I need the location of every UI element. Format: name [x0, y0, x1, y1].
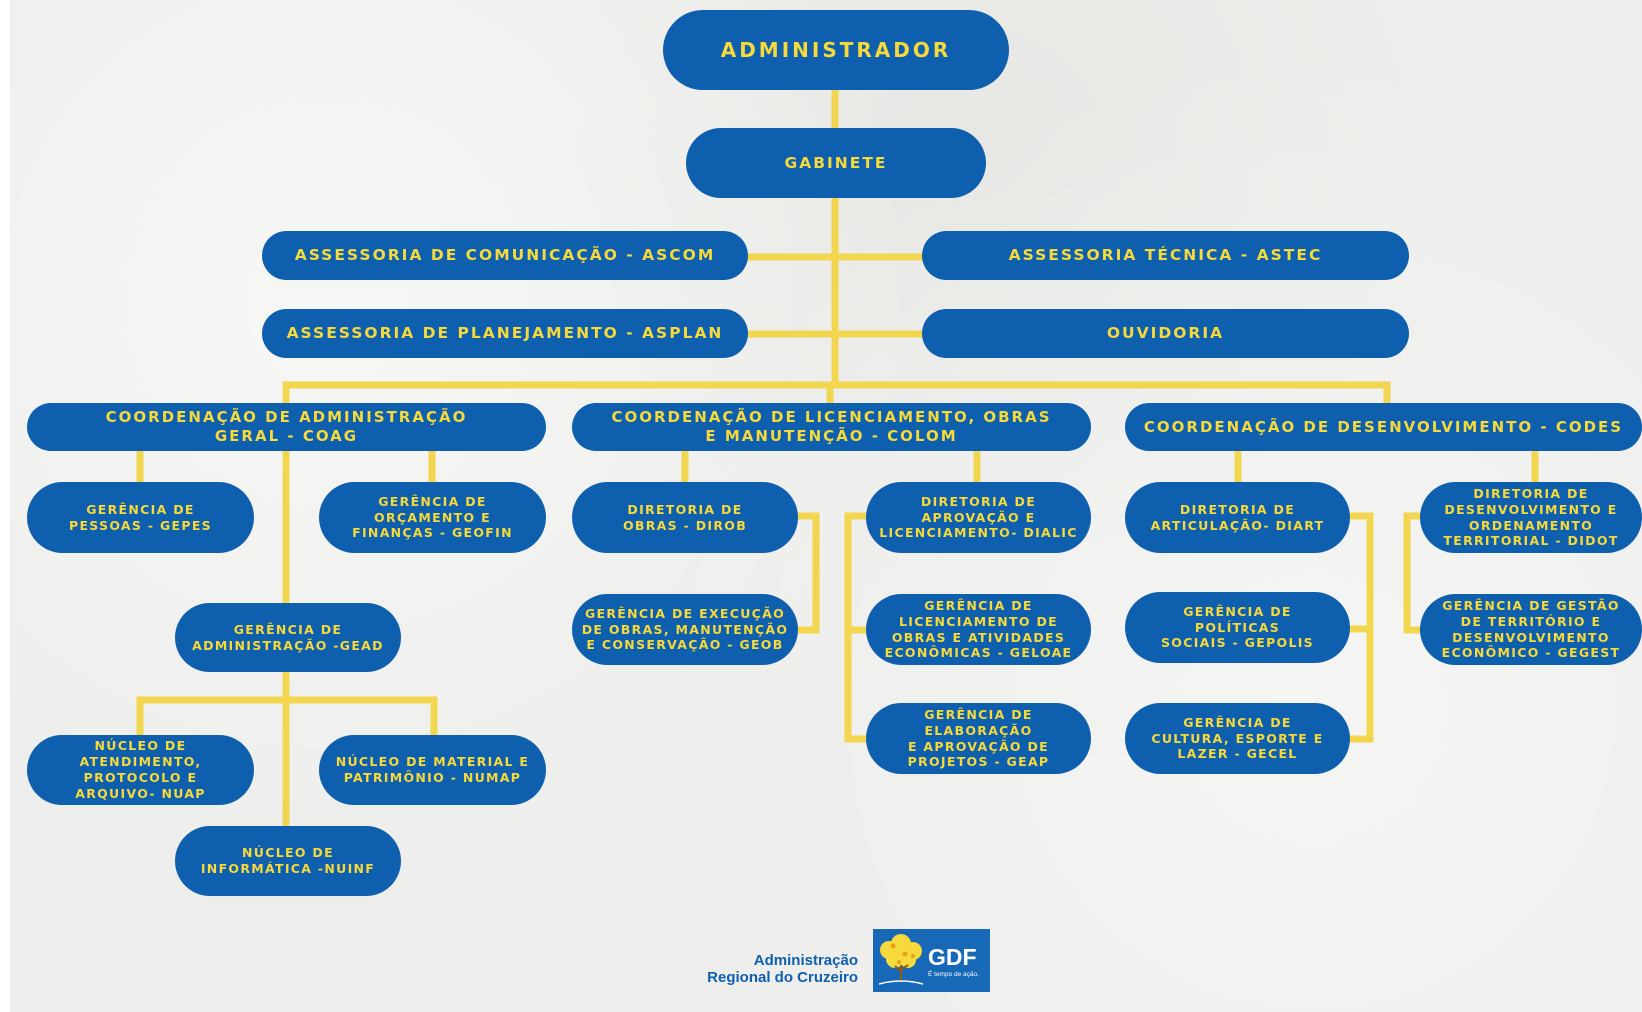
- box-codes: COORDENAÇÃO DE DESENVOLVIMENTO - CODES: [1125, 403, 1642, 451]
- box-nuinf: NÚCLEO DE INFORMÁTICA -NUINF: [175, 826, 401, 896]
- connector-dirob-geob: [794, 512, 820, 634]
- box-nuap: NÚCLEO DE ATENDIMENTO, PROTOCOLO E ARQUI…: [27, 735, 254, 805]
- box-astec: ASSESSORIA TÉCNICA - ASTEC: [922, 231, 1409, 280]
- box-dialic: DIRETORIA DE APROVAÇÃO E LICENCIAMENTO- …: [866, 482, 1091, 553]
- left-edge: [0, 0, 10, 1012]
- box-geloae: GERÊNCIA DE LICENCIAMENTO DE OBRAS E ATI…: [866, 594, 1091, 665]
- box-coag: COORDENAÇÃO DE ADMINISTRAÇÃO GERAL - COA…: [27, 403, 546, 451]
- box-geofin: GERÊNCIA DE ORÇAMENTO E FINANÇAS - GEOFI…: [319, 482, 546, 553]
- box-ascom: ASSESSORIA DE COMUNICAÇÃO - ASCOM: [262, 231, 748, 280]
- box-gepolis: GERÊNCIA DE POLÍTICAS SOCIAIS - GEPOLIS: [1125, 592, 1350, 663]
- box-asplan: ASSESSORIA DE PLANEJAMENTO - ASPLAN: [262, 309, 748, 358]
- box-gegest: GERÊNCIA DE GESTÃO DE TERRITÓRIO E DESEN…: [1420, 594, 1642, 665]
- footer-org-name: Administração Regional do Cruzeiro: [707, 952, 858, 986]
- gdf-logo-slogan: É tempo de ação.: [928, 971, 979, 978]
- box-geob: GERÊNCIA DE EXECUÇÃO DE OBRAS, MANUTENÇÃ…: [572, 594, 798, 665]
- gdf-logo-text: GDF: [928, 944, 977, 970]
- connector-didot-children: [1403, 512, 1424, 634]
- box-gabinete: GABINETE: [686, 128, 986, 198]
- box-dirob: DIRETORIA DE OBRAS - DIROB: [572, 482, 798, 553]
- box-gepes: GERÊNCIA DE PESSOAS - GEPES: [27, 482, 254, 553]
- box-colom: COORDENAÇÃO DE LICENCIAMENTO, OBRAS E MA…: [572, 403, 1091, 451]
- box-numap: NÚCLEO DE MATERIAL E PATRIMÔNIO - NUMAP: [319, 735, 546, 805]
- ipe-tree-icon: [878, 934, 924, 985]
- box-didot: DIRETORIA DE DESENVOLVIMENTO E ORDENAMEN…: [1420, 482, 1642, 553]
- box-gead: GERÊNCIA DE ADMINISTRAÇÃO -GEAD: [175, 603, 401, 672]
- box-gecel: GERÊNCIA DE CULTURA, ESPORTE E LAZER - G…: [1125, 703, 1350, 774]
- box-ouvidoria: OUVIDORIA: [922, 309, 1409, 358]
- box-geap: GERÊNCIA DE ELABORAÇÃO E APROVAÇÃO DE PR…: [866, 703, 1091, 774]
- box-diart: DIRETORIA DE ARTICULAÇÃO- DIART: [1125, 482, 1350, 553]
- gdf-logo: GDF É tempo de ação.: [873, 929, 990, 992]
- box-administrador: ADMINISTRADOR: [663, 10, 1009, 90]
